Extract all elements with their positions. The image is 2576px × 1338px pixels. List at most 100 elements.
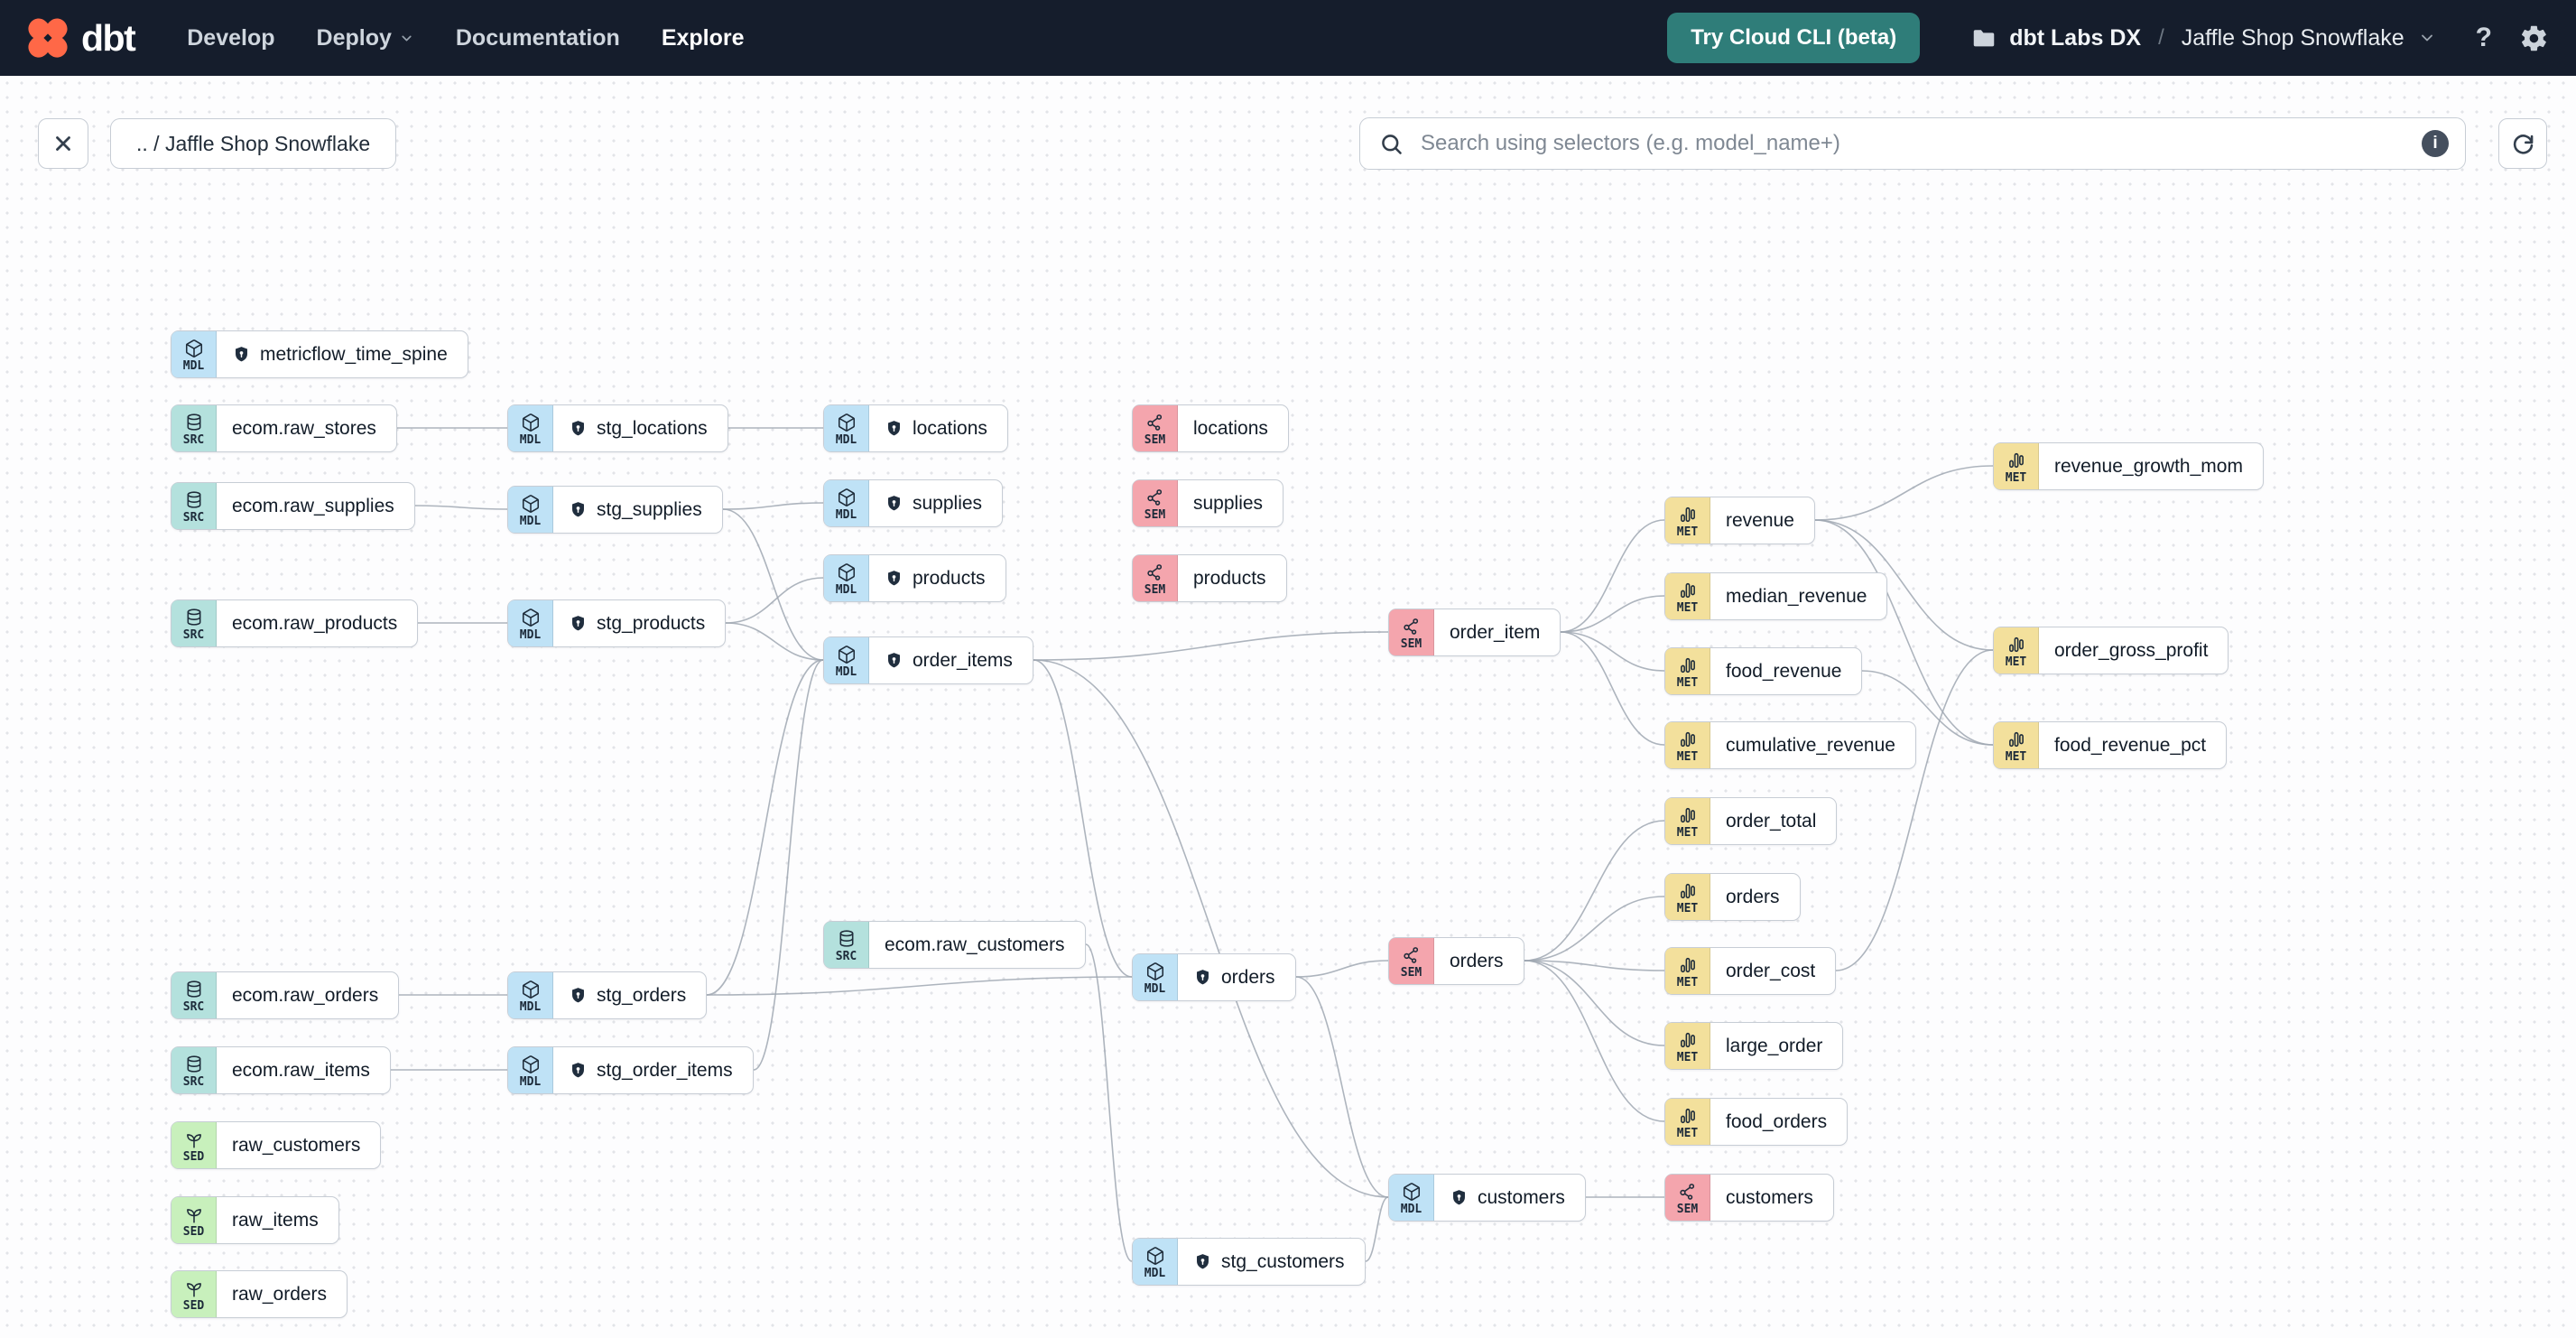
node-label: locations (913, 417, 987, 439)
cube-icon: MDL (1133, 1239, 1178, 1285)
cube-icon: MDL (508, 487, 553, 533)
metric-bars-icon: MET (1665, 722, 1710, 768)
node-label: supplies (913, 492, 983, 514)
graph-node-metric-median_revenue[interactable]: MET median_revenue (1664, 572, 1888, 620)
node-label: ecom.raw_customers (885, 934, 1065, 955)
node-label: supplies (1193, 492, 1264, 514)
cube-icon: MDL (824, 637, 869, 683)
graph-node-model-customers[interactable]: MDL customers (1388, 1174, 1586, 1222)
node-label: products (1193, 567, 1266, 589)
cube-icon: MDL (508, 405, 553, 451)
metric-bars-icon: MET (1665, 1099, 1710, 1145)
node-label: products (913, 567, 986, 589)
graph-node-metric-order_cost[interactable]: MET order_cost (1664, 947, 1837, 995)
metric-bars-icon: MET (1665, 948, 1710, 994)
contract-shield-icon (1193, 1252, 1212, 1272)
graph-node-model-stg_order_items[interactable]: MDL stg_order_items (507, 1046, 754, 1094)
semantic-network-icon: SEM (1389, 938, 1434, 984)
node-label: locations (1193, 417, 1268, 439)
node-label: ecom.raw_stores (232, 417, 376, 439)
breadcrumb[interactable]: .. / Jaffle Shop Snowflake (110, 118, 397, 169)
node-label: orders (1221, 966, 1275, 988)
node-label: raw_items (232, 1209, 319, 1231)
info-icon[interactable]: i (2422, 130, 2449, 157)
database-icon: SRC (171, 405, 217, 451)
database-icon: SRC (171, 1047, 217, 1093)
graph-node-seed-raw_customers[interactable]: SED raw_customers (171, 1121, 382, 1169)
cube-icon: MDL (508, 1047, 553, 1093)
nav-item-develop[interactable]: Develop (187, 24, 275, 51)
search-input[interactable] (1419, 130, 2422, 157)
help-icon[interactable]: ? (2475, 23, 2492, 52)
node-label: customers (1478, 1186, 1565, 1208)
graph-node-source-ecom_raw_stores[interactable]: SRC ecom.raw_stores (171, 404, 397, 452)
refresh-icon (2511, 132, 2535, 156)
node-label: stg_orders (597, 984, 687, 1006)
nav-item-deploy[interactable]: Deploy (317, 25, 414, 51)
contract-shield-icon (1193, 968, 1212, 988)
node-label: median_revenue (1726, 585, 1867, 607)
top-navbar: dbt Develop Deploy Documentation Explore Tr… (0, 0, 2576, 76)
graph-node-source-ecom_raw_items[interactable]: SRC ecom.raw_items (171, 1046, 391, 1094)
node-label: orders (1726, 886, 1780, 907)
node-label: stg_order_items (597, 1059, 733, 1081)
seedling-icon: SED (171, 1271, 217, 1317)
node-label: ecom.raw_items (232, 1059, 370, 1081)
node-label: raw_customers (232, 1134, 361, 1156)
project-switcher[interactable]: dbt Labs DX / Jaffle Shop Snowflake (1970, 24, 2435, 51)
cube-icon: MDL (1389, 1175, 1434, 1221)
graph-node-metric-orders[interactable]: MET orders (1664, 873, 1801, 921)
close-lineage-button[interactable] (38, 118, 88, 169)
contract-shield-icon (885, 569, 903, 589)
nav-item-explore[interactable]: Explore (661, 24, 745, 51)
seedling-icon: SED (171, 1122, 217, 1168)
dbt-logo[interactable]: dbt (27, 17, 136, 60)
node-label: order_cost (1726, 960, 1816, 981)
nav-item-documentation[interactable]: Documentation (455, 24, 620, 51)
metric-bars-icon: MET (1994, 627, 2039, 674)
database-icon: SRC (171, 972, 217, 1018)
metric-bars-icon: MET (1994, 443, 2039, 489)
gear-icon[interactable] (2519, 23, 2549, 53)
metric-bars-icon: MET (1665, 874, 1710, 920)
try-cloud-cli-button[interactable]: Try Cloud CLI (beta) (1667, 13, 1921, 63)
metric-bars-icon: MET (1665, 573, 1710, 619)
contract-shield-icon (1450, 1188, 1469, 1208)
database-icon: SRC (171, 483, 217, 529)
refresh-button[interactable] (2498, 118, 2547, 169)
cube-icon: MDL (508, 600, 553, 646)
